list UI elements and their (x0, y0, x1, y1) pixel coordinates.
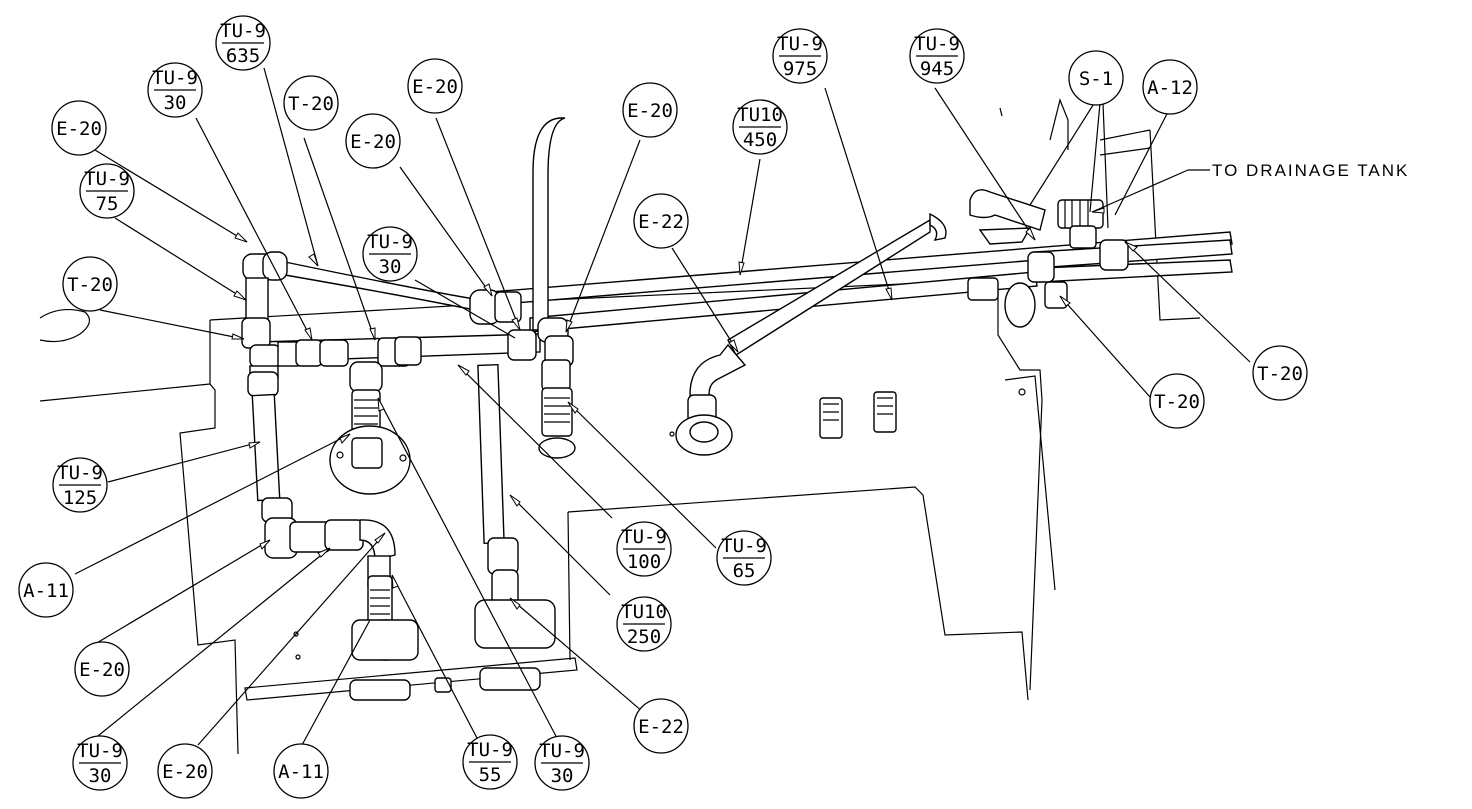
balloon-qty: 100 (627, 551, 661, 573)
balloon: TU-9 30 (534, 735, 590, 791)
balloon: A-12 (1142, 59, 1198, 115)
balloon: TU10 450 (732, 99, 788, 155)
balloon-code: E-20 (412, 76, 458, 98)
balloon: TU-9 100 (616, 521, 672, 577)
balloon-code: TU-9 (367, 231, 413, 253)
balloon-code: TU-9 (152, 67, 198, 89)
balloon: E-20 (74, 641, 130, 697)
balloon-code: TU-9 (57, 462, 103, 484)
balloon-qty: 945 (920, 58, 954, 80)
balloon-code: TU-9 (914, 33, 960, 55)
balloon: TU-9 975 (772, 28, 828, 84)
balloon-qty: 30 (379, 256, 402, 278)
balloon-code: TU-9 (777, 33, 823, 55)
balloon: T-20 (283, 75, 339, 131)
balloon-code: E-20 (350, 131, 396, 153)
balloon: TU10 250 (616, 596, 672, 652)
balloon-code: E-20 (627, 100, 673, 122)
balloon: A-11 (273, 743, 329, 799)
balloon: E-22 (633, 698, 689, 754)
balloon-qty: 75 (96, 193, 119, 215)
balloon: E-20 (622, 82, 678, 138)
balloon-code: TU-9 (721, 535, 767, 557)
balloon: TU-9 30 (147, 62, 203, 118)
balloon-code: T-20 (1257, 363, 1303, 385)
balloon: T-20 (62, 256, 118, 312)
balloon-qty: 975 (783, 58, 817, 80)
balloon-code: E-20 (56, 118, 102, 140)
balloon-code: TU10 (737, 104, 783, 126)
balloon: TU-9 125 (52, 457, 108, 513)
balloon: TU-9 30 (362, 226, 418, 282)
balloon-code: T-20 (1154, 391, 1200, 413)
balloon: TU-9 945 (909, 28, 965, 84)
balloon-code: T-20 (288, 93, 334, 115)
balloon-code: TU-9 (84, 168, 130, 190)
balloon-code: TU-9 (467, 739, 513, 761)
balloon-code: S-1 (1079, 68, 1113, 90)
balloon-qty: 30 (551, 765, 574, 787)
balloon-code: TU-9 (539, 740, 585, 762)
balloon-qty: 250 (627, 626, 661, 648)
balloon-code: A-11 (278, 761, 324, 783)
balloon: TU-9 65 (716, 530, 772, 586)
balloon: TU-9 30 (72, 735, 128, 791)
balloon: S-1 (1068, 50, 1124, 106)
balloon-qty: 55 (479, 764, 502, 786)
balloon-code: E-22 (638, 211, 684, 233)
balloon-code: A-11 (23, 580, 69, 602)
balloon: E-20 (407, 58, 463, 114)
balloon-code: TU-9 (621, 526, 667, 548)
balloon: TU-9 55 (462, 734, 518, 790)
balloon-qty: 30 (164, 92, 187, 114)
balloon-code: TU-9 (77, 740, 123, 762)
drainage-note: TO DRAINAGE TANK (1212, 161, 1409, 180)
balloon: A-11 (18, 562, 74, 618)
balloon-code: E-20 (79, 659, 125, 681)
balloon-qty: 450 (743, 129, 777, 151)
balloon-code: T-20 (67, 274, 113, 296)
balloon: T-20 (1149, 373, 1205, 429)
balloon-code: TU-9 (220, 20, 266, 42)
balloon: E-20 (157, 743, 213, 799)
balloon-qty: 65 (733, 560, 756, 582)
balloon: E-20 (51, 100, 107, 156)
balloon: T-20 (1252, 345, 1308, 401)
balloon-code: TU10 (621, 601, 667, 623)
balloon-qty: 125 (63, 487, 97, 509)
balloon-qty: 30 (89, 765, 112, 787)
base-plates (39, 98, 1201, 755)
balloon-qty: 635 (226, 45, 260, 67)
balloon: E-22 (633, 193, 689, 249)
leader-lines (74, 67, 1251, 746)
balloon-code: E-22 (638, 716, 684, 738)
balloon: E-20 (345, 113, 401, 169)
balloon: TU-9 635 (215, 15, 271, 71)
balloon-code: E-20 (162, 761, 208, 783)
balloon: TU-9 75 (79, 163, 135, 219)
balloon-code: A-12 (1147, 77, 1193, 99)
